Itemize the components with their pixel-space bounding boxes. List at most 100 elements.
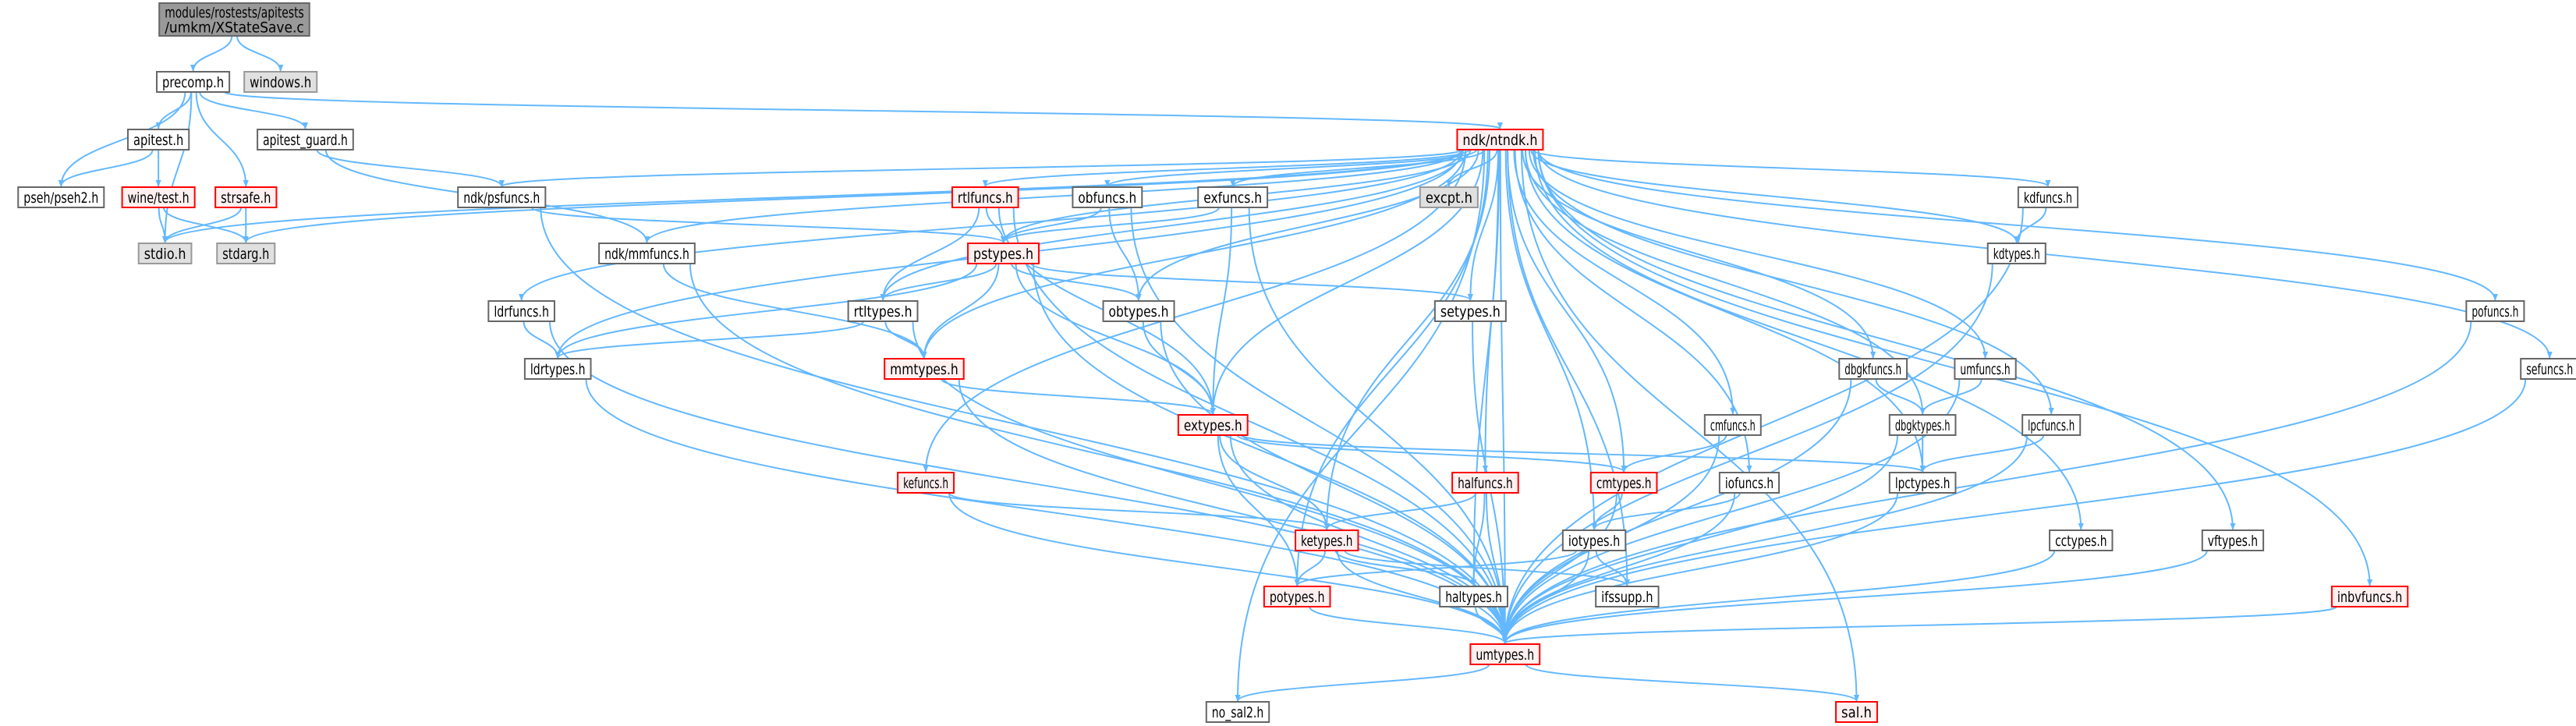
node-box [1177, 414, 1249, 436]
node-rtlfuncs[interactable]: rtlfuncs.h [951, 186, 1019, 208]
node-mmfuncs[interactable]: ndk/mmfuncs.h [598, 243, 696, 264]
node-root[interactable]: modules/rostests/apitests/umkm/XStateSav… [158, 2, 310, 37]
edge-exfuncs-to-pstypes [1001, 207, 1220, 243]
node-iofuncs[interactable]: iofuncs.h [1718, 472, 1781, 494]
node-ketypes[interactable]: ketypes.h [1295, 529, 1359, 551]
node-winetest[interactable]: wine/test.h [121, 186, 196, 208]
node-lpctypes[interactable]: lpctypes.h [1888, 472, 1957, 494]
node-box [1718, 472, 1781, 494]
node-halfuncs[interactable]: halfuncs.h [1451, 472, 1519, 494]
node-box [951, 186, 1019, 208]
edge-kdfuncs-to-kdtypes [2014, 207, 2047, 243]
node-label: ndk/mmfuncs.h [604, 246, 689, 263]
node-label: ndk/psfuncs.h [463, 189, 540, 207]
node-label: rtlfuncs.h [958, 189, 1013, 207]
node-apitest[interactable]: apitest.h [126, 129, 190, 151]
node-mmtypes[interactable]: mmtypes.h [884, 358, 965, 380]
edge-kefuncs-to-ketypes [948, 492, 1330, 530]
node-windows[interactable]: windows.h [243, 71, 318, 93]
node-kdtypes[interactable]: kdtypes.h [1986, 243, 2046, 264]
edge-inbvfuncs-to-umtypes [1502, 606, 2337, 644]
edge-precomp-to-stdio [162, 91, 193, 243]
node-inbvfuncs[interactable]: inbvfuncs.h [2330, 586, 2409, 607]
node-label: mmtypes.h [890, 361, 958, 378]
node-extypes[interactable]: extypes.h [1177, 414, 1249, 436]
node-lpcfuncs[interactable]: lpcfuncs.h [2021, 414, 2082, 436]
edge-iotypes-to-potypes [1294, 550, 1578, 586]
edge-ntndk-to-pofuncs [1537, 149, 2498, 301]
node-vftypes[interactable]: vftypes.h [2201, 529, 2265, 551]
node-label: vftypes.h [2208, 533, 2258, 550]
node-setypes[interactable]: setypes.h [1433, 300, 1507, 322]
node-pofuncs[interactable]: pofuncs.h [2465, 300, 2525, 322]
edge-umtypes-to-sal [1525, 664, 1859, 702]
node-label: iofuncs.h [1725, 475, 1773, 492]
node-precomp[interactable]: precomp.h [156, 71, 231, 93]
edge-exfuncs-to-umtypes [1248, 207, 1508, 644]
node-sefuncs[interactable]: sefuncs.h [2520, 358, 2576, 380]
node-dbgkfuncs[interactable]: dbgkfuncs.h [1838, 358, 1908, 380]
node-label: cmtypes.h [1596, 475, 1652, 492]
node-excpt[interactable]: excpt.h [1419, 186, 1479, 208]
node-box [1703, 414, 1762, 436]
node-exfuncs[interactable]: exfuncs.h [1197, 186, 1269, 208]
node-box [1197, 186, 1269, 208]
node-umtypes[interactable]: umtypes.h [1469, 643, 1541, 665]
edge-rtlfuncs-to-umtypes [1012, 207, 1508, 644]
edge-halfuncs-to-haltypes [1470, 492, 1486, 586]
node-box [137, 243, 193, 264]
node-box [1888, 472, 1957, 494]
node-rtltypes[interactable]: rtltypes.h [847, 300, 919, 322]
edge-ketypes-to-ifssupp [1344, 550, 1630, 586]
node-cmtypes[interactable]: cmtypes.h [1589, 472, 1658, 494]
node-box [487, 300, 555, 322]
edge-ntndk-to-kdfuncs [1532, 149, 2051, 187]
node-box [216, 243, 276, 264]
node-label: potypes.h [1270, 589, 1325, 606]
node-box [897, 472, 955, 494]
node-label: pseh/pseh2.h [23, 189, 98, 207]
node-label: ldrfuncs.h [494, 303, 549, 321]
node-box [1439, 586, 1508, 607]
edge-ntndk-to-dbgkfuncs [1522, 149, 1876, 359]
node-obfuncs[interactable]: obfuncs.h [1072, 186, 1143, 208]
node-label: inbvfuncs.h [2337, 589, 2402, 606]
edge-rtlfuncs-to-rtltypes [880, 207, 980, 301]
node-stdio[interactable]: stdio.h [137, 243, 193, 264]
edge-extypes-to-potypes [1217, 434, 1300, 586]
node-label: haltypes.h [1445, 589, 1502, 606]
edge-ntndk-to-cctypes [1534, 149, 2084, 530]
node-potypes[interactable]: potypes.h [1263, 586, 1331, 607]
node-no_sal2[interactable]: no_sal2.h [1205, 701, 1270, 723]
edge-ntndk-to-setypes [1467, 149, 1500, 301]
node-label: halfuncs.h [1458, 475, 1513, 492]
node-strsafe[interactable]: strsafe.h [214, 186, 278, 208]
node-pstypes[interactable]: pstypes.h [967, 243, 1040, 264]
edge-kdfuncs-to-umtypes [1502, 207, 2024, 644]
node-apitest_guard[interactable]: apitest_guard.h [257, 129, 354, 151]
node-umfuncs[interactable]: umfuncs.h [1954, 358, 2017, 380]
node-sal[interactable]: sal.h [1835, 701, 1878, 723]
node-stdarg[interactable]: stdarg.h [216, 243, 276, 264]
edge-exfuncs-to-extypes [1210, 207, 1233, 415]
node-box [158, 2, 310, 37]
node-kefuncs[interactable]: kefuncs.h [897, 472, 955, 494]
node-ldrtypes[interactable]: ldrtypes.h [523, 358, 592, 380]
edge-ntndk-to-ldrfuncs [519, 149, 1463, 301]
node-pseh[interactable]: pseh/pseh2.h [17, 186, 105, 208]
node-haltypes[interactable]: haltypes.h [1439, 586, 1508, 607]
node-cctypes[interactable]: cctypes.h [2049, 529, 2114, 551]
edge-ntndk-to-stdarg [243, 149, 1463, 243]
node-ifssupp[interactable]: ifssupp.h [1595, 586, 1660, 607]
node-label: ketypes.h [1301, 533, 1352, 550]
node-dbgktypes[interactable]: dbgktypes.h [1888, 414, 1957, 436]
node-label: dbgkfuncs.h [1844, 361, 1901, 378]
node-iotypes[interactable]: iotypes.h [1561, 529, 1627, 551]
node-cmfuncs[interactable]: cmfuncs.h [1703, 414, 1762, 436]
edge-dbgkfuncs-to-umtypes [1502, 378, 1852, 644]
node-kdfuncs[interactable]: kdfuncs.h [2017, 186, 2079, 208]
node-ldrfuncs[interactable]: ldrfuncs.h [487, 300, 555, 322]
node-ntndk[interactable]: ndk/ntndk.h [1456, 129, 1544, 151]
node-obtypes[interactable]: obtypes.h [1102, 300, 1175, 322]
node-psfuncs[interactable]: ndk/psfuncs.h [457, 186, 547, 208]
